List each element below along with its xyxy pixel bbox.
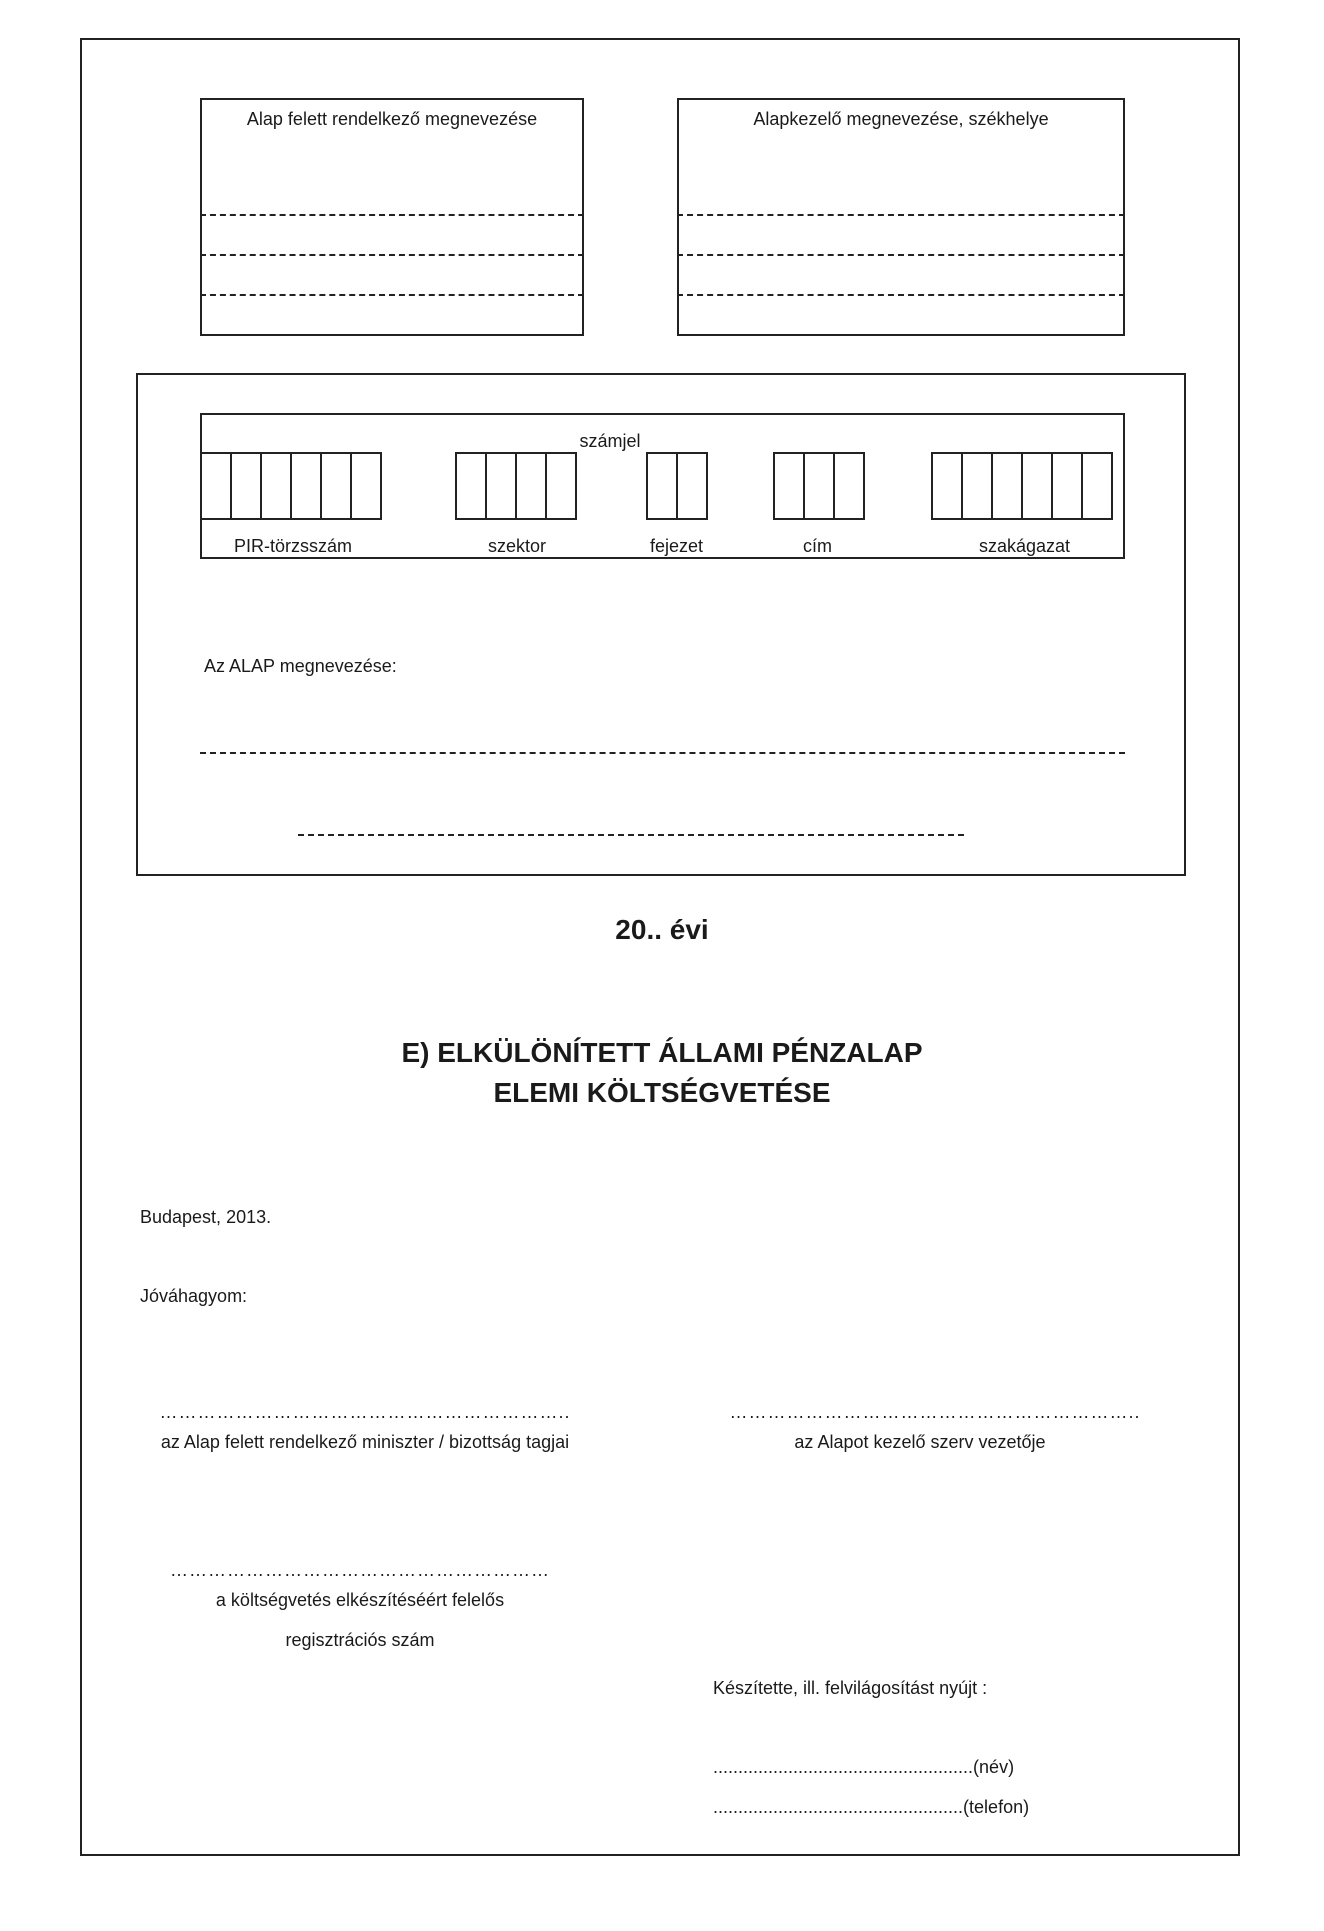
sign-line-left[interactable]: ……………………………………………………….. [159,1402,571,1422]
szektor-label: szektor [488,536,547,556]
digit-cell[interactable] [485,452,517,520]
fejezet-label: fejezet [650,536,704,556]
alap-name-label: Az ALAP megnevezése: [204,656,397,676]
name-line[interactable]: ........................................… [713,1757,1015,1777]
digit-cell[interactable] [200,452,232,520]
digit-cell[interactable] [230,452,262,520]
fund-owner-line-2[interactable] [200,254,584,256]
cim-label: cím [803,536,832,556]
alap-name-line-1[interactable] [200,752,1125,754]
szamjel-title: számjel [579,431,641,451]
digit-cell[interactable] [676,452,708,520]
digit-cell[interactable] [260,452,292,520]
pir-label: PIR-törzsszám [234,536,353,556]
fund-manager-header: Alapkezelő megnevezése, székhelye [753,109,1049,129]
main-title-line-1: E) ELKÜLÖNÍTETT ÁLLAMI PÉNZALAP [401,1037,923,1068]
sign-line-right[interactable]: ……………………………………………………….. [729,1402,1141,1422]
digit-cell[interactable] [803,452,835,520]
year-title: 20.. évi [615,914,709,945]
phone-line[interactable]: ........................................… [713,1797,1030,1817]
digit-cell[interactable] [991,452,1023,520]
fund-manager-box: Alapkezelő megnevezése, székhelye [677,98,1125,336]
fund-owner-box: Alap felett rendelkező megnevezése [200,98,584,336]
fejezet-cells[interactable] [646,452,708,520]
place-date: Budapest, 2013. [140,1207,272,1227]
fund-manager-line-1[interactable] [677,214,1125,216]
digit-cell[interactable] [320,452,352,520]
digit-cell[interactable] [455,452,487,520]
page-frame [80,38,1240,1856]
digit-cell[interactable] [773,452,805,520]
sign-right-label: az Alapot kezelő szerv vezetője [794,1432,1046,1452]
digit-cell[interactable] [1051,452,1083,520]
main-title-line-2: ELEMI KÖLTSÉGVETÉSE [493,1077,831,1108]
sign-line-bottom[interactable]: …………………………………………………… [170,1560,550,1580]
fund-manager-line-2[interactable] [677,254,1125,256]
digit-cell[interactable] [350,452,382,520]
szektor-cells[interactable] [455,452,577,520]
digit-cell[interactable] [833,452,865,520]
szakagazat-label: szakágazat [979,536,1071,556]
approve-label: Jóváhagyom: [140,1286,248,1306]
sign-left-label: az Alap felett rendelkező miniszter / bi… [160,1432,570,1452]
digit-cell[interactable] [1021,452,1053,520]
fund-owner-header: Alap felett rendelkező megnevezése [246,109,538,129]
resp-label: a költségvetés elkészítéséért felelős [215,1590,505,1610]
alap-name-line-2[interactable] [298,834,964,836]
fund-manager-line-3[interactable] [677,294,1125,296]
digit-cell[interactable] [931,452,963,520]
fund-id-section [136,373,1186,876]
digit-cell[interactable] [515,452,547,520]
prepared-label: Készítette, ill. felvilágosítást nyújt : [713,1678,988,1698]
digit-cell[interactable] [1081,452,1113,520]
cim-cells[interactable] [773,452,865,520]
szakagazat-cells[interactable] [931,452,1113,520]
digit-cell[interactable] [646,452,678,520]
reg-label: regisztrációs szám [285,1630,435,1650]
fund-owner-line-1[interactable] [200,214,584,216]
digit-cell[interactable] [545,452,577,520]
fund-owner-line-3[interactable] [200,294,584,296]
pir-cells[interactable] [200,452,382,520]
digit-cell[interactable] [290,452,322,520]
digit-cell[interactable] [961,452,993,520]
